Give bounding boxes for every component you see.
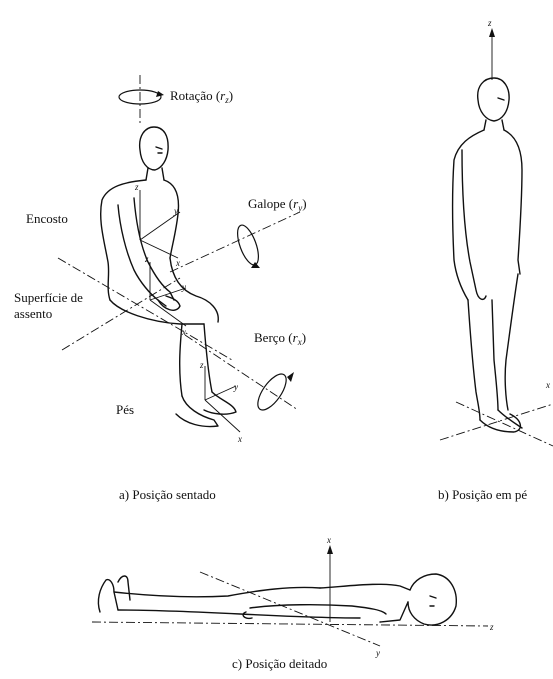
panel-seated: z y x z y x z y x bbox=[14, 75, 307, 502]
gallop-axis-line bbox=[170, 212, 300, 272]
standing-z-label: z bbox=[487, 18, 492, 28]
backrest-z-label: z bbox=[134, 182, 139, 192]
roll-rx-icon bbox=[253, 370, 294, 415]
standing-x-label: x bbox=[545, 380, 550, 390]
seat-y-label: y bbox=[181, 282, 186, 292]
feet-label: Pés bbox=[116, 402, 134, 417]
standing-human-figure bbox=[453, 78, 523, 432]
lying-human-figure bbox=[98, 574, 456, 625]
gallop-label: Galope (ry) bbox=[248, 196, 307, 213]
caption-seated: a) Posição sentado bbox=[119, 487, 216, 502]
seated-human-figure bbox=[101, 127, 236, 427]
lying-x-label: x bbox=[326, 535, 331, 545]
feet-axes: z y x bbox=[199, 360, 242, 444]
roll-label: Berço (rx) bbox=[254, 330, 306, 347]
roll-axis-line bbox=[185, 335, 298, 410]
backrest-x-label: x bbox=[175, 258, 180, 268]
backrest-axes: z y x bbox=[134, 182, 180, 268]
rotation-label: Rotação (rz) bbox=[170, 88, 233, 105]
panel-standing: z x b) Posição em pé bbox=[438, 18, 553, 502]
panel-lying: x y z c) Posição deitado bbox=[92, 535, 494, 671]
seat-surface-label-line1: Superfície de bbox=[14, 290, 83, 305]
backrest-label: Encosto bbox=[26, 211, 68, 226]
caption-standing: b) Posição em pé bbox=[438, 487, 527, 502]
lying-z-label: z bbox=[489, 622, 494, 632]
backrest-y-label: y bbox=[173, 206, 178, 216]
lying-y-axis bbox=[200, 572, 380, 646]
gallop-ry-icon bbox=[233, 223, 262, 268]
feet-y-label: y bbox=[233, 382, 238, 392]
feet-z-label: z bbox=[199, 360, 204, 370]
seat-plane-line bbox=[58, 258, 232, 360]
standing-ground-line-1 bbox=[440, 404, 553, 440]
seat-surface-label-line2: assento bbox=[14, 306, 52, 321]
seat-z-label: z bbox=[144, 254, 149, 264]
feet-x-label: x bbox=[237, 434, 242, 444]
rotation-rz-icon bbox=[119, 90, 164, 104]
seat-cross-line bbox=[62, 278, 180, 350]
lying-ground-line bbox=[92, 622, 488, 626]
caption-lying: c) Posição deitado bbox=[232, 656, 327, 671]
lying-y-label: y bbox=[375, 648, 380, 658]
